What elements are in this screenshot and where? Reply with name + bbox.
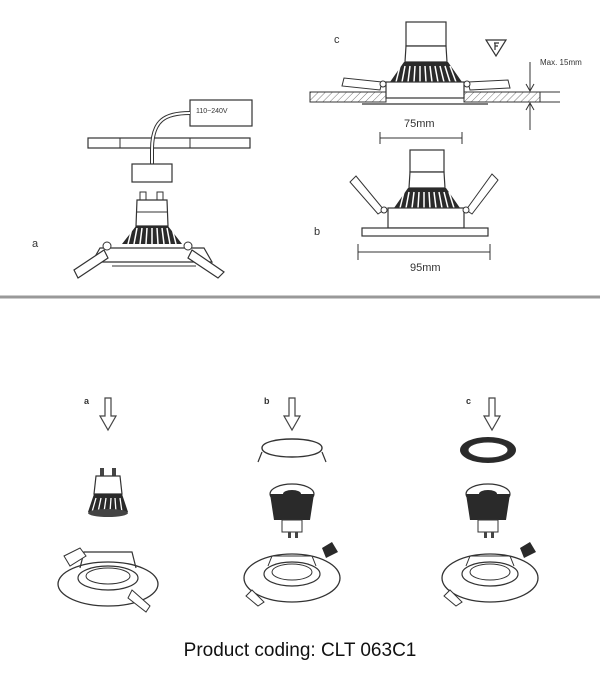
max-thickness-label: Max. 15mm	[540, 58, 582, 67]
outer-dimension: 95mm	[410, 262, 441, 274]
product-coding-caption: Product coding: CLT 063C1	[183, 640, 417, 661]
connector-block	[131, 163, 173, 183]
panel-b-label: b	[314, 226, 321, 238]
step-a-label: a	[84, 396, 90, 406]
step-b-assembly	[243, 397, 341, 607]
cutout-dimension: 75mm	[404, 118, 435, 130]
ceiling-board	[87, 137, 251, 149]
spring-clip-left	[73, 249, 109, 279]
voltage-label: 110~240V	[196, 108, 228, 115]
warning-triangle-icon	[484, 39, 508, 58]
down-arrow-icon	[99, 397, 117, 431]
ceiling-right	[463, 91, 541, 103]
down-arrow-icon	[283, 397, 301, 431]
ceiling-left	[309, 91, 387, 103]
trim-flange	[361, 227, 489, 237]
step-c-label: c	[466, 396, 472, 406]
panel-a-wiring	[73, 99, 253, 279]
panel-c-label: c	[334, 34, 340, 46]
down-arrow-icon	[483, 397, 501, 431]
panel-a-label: a	[32, 238, 39, 250]
panel-c-ceiling	[309, 21, 560, 144]
panel-b-dimensions	[349, 149, 499, 260]
spring-clip-right	[187, 249, 225, 279]
gu10-lamp	[135, 199, 169, 227]
retaining-clip	[261, 438, 323, 458]
step-a-assembly	[57, 397, 159, 613]
step-c-assembly	[441, 397, 539, 607]
step-b-label: b	[264, 396, 270, 406]
